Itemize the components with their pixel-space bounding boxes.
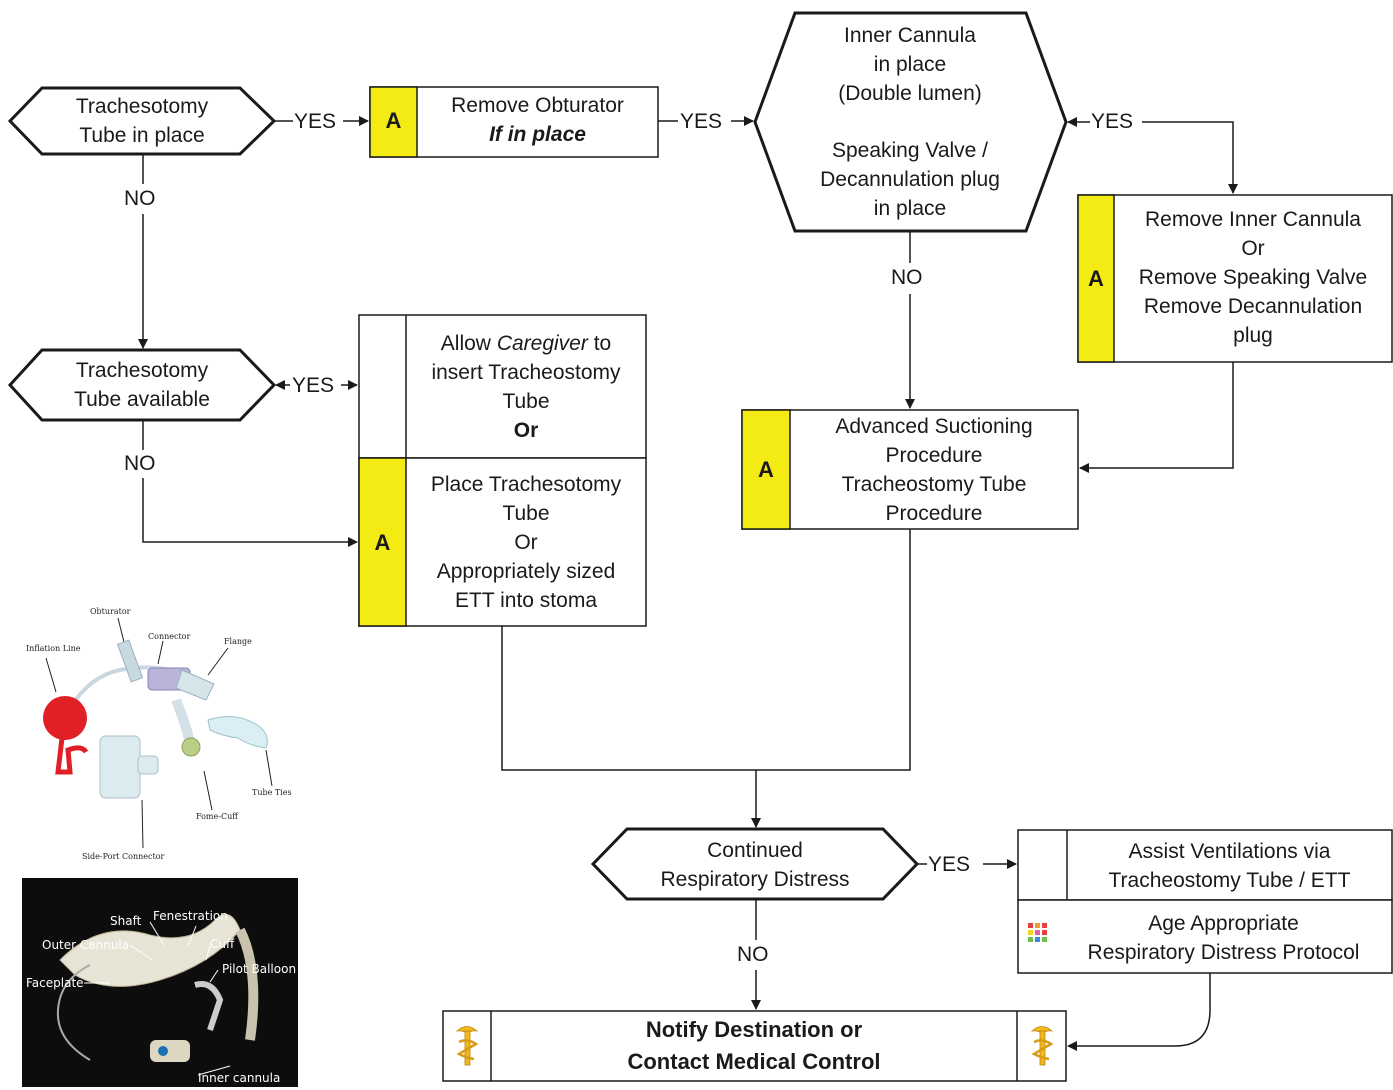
decision-continued-distress-shape xyxy=(590,827,920,901)
caption2-shaft: Shaft xyxy=(110,914,142,928)
caption-fome-cuff: Fome-Cuff xyxy=(196,812,238,821)
notify-box xyxy=(442,1010,1067,1082)
trach-kit-illustration xyxy=(43,617,273,849)
decision-trach-available-shape xyxy=(7,348,277,422)
allow-caregiver-text: Allow Caregiver to insert Tracheostomy T… xyxy=(431,332,621,442)
age-protocol-text: Age Appropriate Respiratory Distress Pro… xyxy=(1087,912,1360,964)
age-protocol-box xyxy=(1017,899,1393,974)
protocol-grid-icon xyxy=(1028,923,1047,942)
remove-obturator-text: Remove Obturator If in place xyxy=(451,94,624,146)
place-trach-badge-bg xyxy=(358,457,407,627)
no-label-2: NO xyxy=(124,452,156,476)
caption-tube-ties: Tube Ties xyxy=(252,788,292,797)
advanced-suction-badge-bg xyxy=(741,409,791,530)
allow-caregiver-box xyxy=(358,314,647,459)
caduceus-icon-left xyxy=(455,1026,479,1066)
no-label-4: NO xyxy=(737,943,769,967)
decision-trach-in-place-shape xyxy=(7,86,277,156)
assist-vent-box xyxy=(1017,829,1393,901)
caption-obturator: Obturator xyxy=(90,607,131,616)
caption2-outer-cannula: Outer Cannula xyxy=(42,938,130,952)
decision-inner-cannula-shape xyxy=(753,11,1068,233)
caduceus-icon-right xyxy=(1030,1026,1054,1066)
caption2-faceplate: Faceplate xyxy=(26,976,84,990)
place-trach-box xyxy=(358,457,647,627)
yes-label-3: YES xyxy=(1091,110,1134,134)
advanced-suction-box xyxy=(741,409,1079,530)
remove-obturator-badge-bg xyxy=(369,86,418,158)
caption-flange: Flange xyxy=(224,637,252,646)
yes-label-5: YES xyxy=(928,853,971,877)
remove-inner-box xyxy=(1077,194,1393,363)
remove-inner-text: Remove Inner Cannula Or Remove Speaking … xyxy=(1138,208,1368,347)
caption2-cuff: Cuff xyxy=(210,937,235,951)
decision-trach-available: Trachesotomy Tube available xyxy=(74,359,210,411)
place-trach-text: Place Trachesotomy Tube Or Appropriately… xyxy=(430,473,622,612)
caption2-fenestration: Fenestration xyxy=(153,909,228,923)
yes-label-1: YES xyxy=(294,110,337,134)
caption-side-port: Side-Port Connector xyxy=(82,852,165,861)
assist-vent-text: Assist Ventilations via Tracheostomy Tub… xyxy=(1108,840,1351,892)
advanced-badge-4: A xyxy=(758,457,774,482)
advanced-badge-2: A xyxy=(1088,266,1104,291)
caption2-inner-cannula: Inner cannula xyxy=(198,1071,281,1085)
advanced-suction-text: Advanced Suctioning Procedure Tracheosto… xyxy=(835,415,1033,525)
caption-connector: Connector xyxy=(148,632,191,641)
no-label-1: NO xyxy=(124,187,156,211)
trach-tube-photo xyxy=(22,878,298,1087)
yes-label-2: YES xyxy=(680,110,723,134)
remove-inner-badge-bg xyxy=(1077,194,1115,363)
decision-continued-distress: Continued Respiratory Distress xyxy=(660,839,850,891)
advanced-badge-3: A xyxy=(374,530,391,555)
notify-text: Notify Destination or Contact Medical Co… xyxy=(627,1017,881,1074)
caption2-pilot-balloon: Pilot Balloon xyxy=(222,962,297,976)
decision-trach-in-place: Trachesotomy Tube in place xyxy=(75,95,209,147)
no-label-3: NO xyxy=(891,266,923,290)
decision-inner-cannula: Inner Cannula in place (Double lumen) Sp… xyxy=(820,24,1000,220)
advanced-badge-1: A xyxy=(385,108,402,133)
yes-label-4: YES xyxy=(292,374,335,398)
caption-inflation-line: Inflation Line xyxy=(26,644,81,653)
